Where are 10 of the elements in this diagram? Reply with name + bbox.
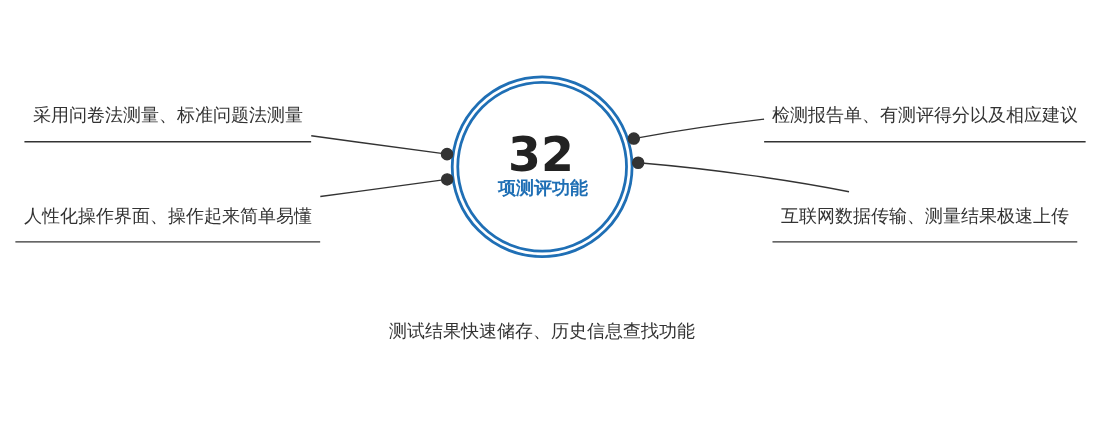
connector — [310, 135, 454, 161]
node-circle: 32 项测评功能 — [450, 75, 634, 259]
label: 测试结果快速储存、历史信息查找功能 — [389, 320, 696, 342]
node-text: 人性化操作界面、操作起来简单易懂 — [23, 204, 312, 226]
node-text: 采用问卷法测量、标准问题法测量 — [32, 104, 303, 126]
node-text: 互联网数据传输、测量结果极速上传 — [780, 204, 1069, 226]
connector — [631, 156, 850, 193]
connector — [319, 173, 454, 198]
connector — [627, 118, 765, 145]
node-text: 检测报告单、有测评得分以及相应建议 — [771, 104, 1078, 126]
